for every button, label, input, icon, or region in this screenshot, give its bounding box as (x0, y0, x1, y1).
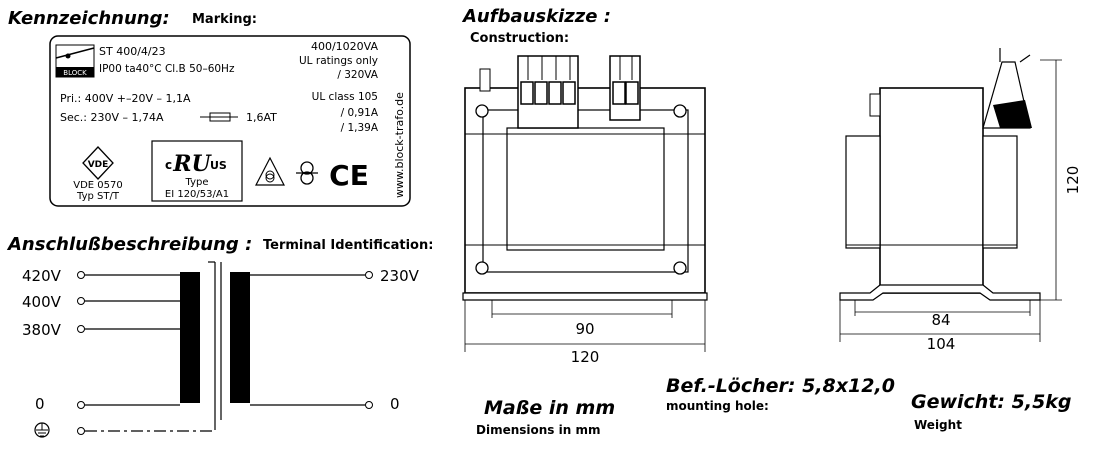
short-circuit-proof-icon (296, 161, 318, 185)
vde-mark-icon: VDE (82, 146, 114, 180)
front-dim-outer: 120 (571, 348, 600, 366)
weight-subtitle: Weight (914, 418, 962, 432)
marking-title: Kennzeichnung: (8, 8, 170, 29)
ul-line-1: UL ratings only (299, 55, 378, 67)
weight-title: Gewicht: 5,5kg (911, 391, 1072, 413)
primary-label-400v: 400V (22, 293, 62, 311)
fuse-text: 1,6AT (246, 111, 277, 124)
ur-c-text: c (165, 158, 172, 172)
vde-line-1: VDE 0570 (73, 180, 123, 191)
holes-subtitle: mounting hole: (666, 399, 769, 413)
terminal-block-icon (517, 55, 579, 129)
spec-text: IP00 ta40°C Cl.B 50–60Hz (99, 63, 235, 75)
secondary-label-230v: 230V (380, 267, 420, 285)
front-dim-inner: 90 (575, 320, 594, 338)
type-value: EI 120/53/A1 (165, 189, 229, 200)
ul-line-4: / 0,91A (341, 107, 379, 119)
holes-title: Bef.-Löcher: 5,8x12,0 (666, 375, 895, 397)
primary-winding (180, 272, 200, 403)
fuse-icon (200, 112, 238, 122)
ul-line-3: UL class 105 (312, 91, 378, 103)
primary-label-380v: 380V (22, 321, 62, 339)
marking-label: BLOCK ST 400/4/23 IP00 ta40°C Cl.B 50–60… (49, 35, 411, 207)
ur-mark-icon: RU (172, 151, 212, 177)
url-text: www.block-trafo.de (393, 92, 406, 198)
secondary-label-0: 0 (390, 395, 400, 413)
marking-subtitle: Marking: (192, 12, 257, 27)
ul-line-2: / 320VA (337, 69, 378, 81)
power-text: 400/1020VA (311, 40, 379, 53)
terminal-subtitle: Terminal Identification: (263, 238, 433, 253)
ul-recognized-box: c RU US Type EI 120/53/A1 (151, 140, 243, 202)
primary-text: Pri.: 400V +–20V – 1,1A (60, 92, 191, 105)
primary-label-420v: 420V (22, 267, 62, 285)
front-view-drawing: 90 120 (462, 55, 708, 366)
dimensions-subtitle: Dimensions in mm (476, 423, 600, 437)
model-text: ST 400/4/23 (99, 45, 166, 58)
primary-label-0: 0 (35, 395, 45, 413)
ur-us-text: US (210, 159, 227, 172)
terminal-title: Anschlußbeschreibung : (6, 234, 252, 255)
safety-transformer-triangle-icon (255, 156, 285, 186)
vde-line-2: Typ ST/T (76, 191, 120, 202)
earth-ground-icon (34, 422, 50, 438)
terminal-block-icon (609, 55, 641, 121)
type-label: Type (185, 177, 209, 188)
secondary-winding (230, 272, 250, 403)
logo-text: BLOCK (63, 69, 87, 77)
side-dim-height: 120 (1064, 166, 1082, 195)
ul-line-5: / 1,39A (341, 122, 379, 134)
side-view-drawing: 120 84 104 (839, 48, 1082, 353)
terminal-diagram: 420V 400V 380V 0 230V 0 (22, 261, 420, 438)
vde-mark-text: VDE (88, 160, 109, 170)
construction-title: Aufbauskizze : (461, 6, 611, 27)
secondary-text: Sec.: 230V – 1,74A (60, 111, 164, 124)
side-dim-outer: 104 (927, 335, 956, 353)
ce-mark-icon: CE (329, 159, 369, 192)
construction-subtitle: Construction: (470, 31, 569, 46)
dimensions-title: Maße in mm (484, 397, 615, 419)
block-logo-icon: BLOCK (55, 44, 95, 78)
side-dim-inner: 84 (931, 311, 950, 329)
